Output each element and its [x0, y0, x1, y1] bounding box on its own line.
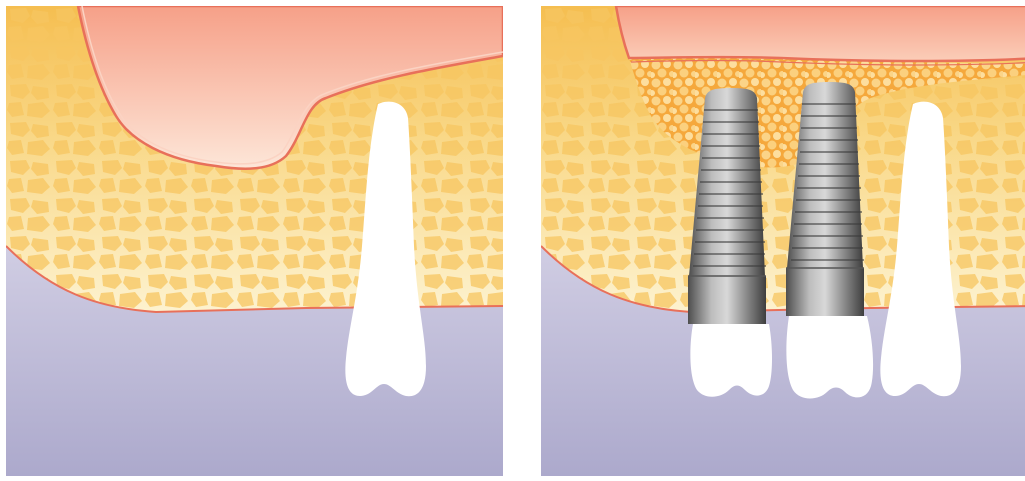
before-illustration: [6, 6, 503, 476]
sinus-cavity: [616, 6, 1025, 65]
crown-left: [690, 324, 772, 397]
crown-right: [786, 316, 873, 399]
before-panel: [6, 6, 503, 476]
after-illustration: [541, 6, 1025, 476]
after-panel: [541, 6, 1025, 476]
